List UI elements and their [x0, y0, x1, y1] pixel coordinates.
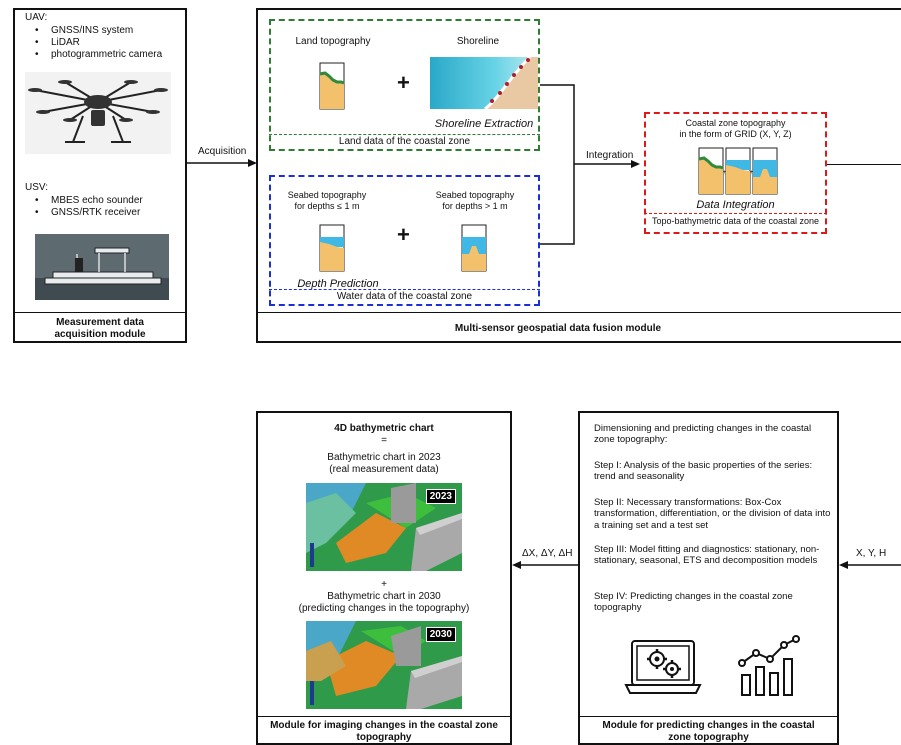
delta-arrow: [512, 561, 578, 569]
integration-label: Integration: [586, 150, 634, 161]
imaging-equals: =: [381, 435, 387, 446]
fusion-module: Land topography Shoreline + Shoreline Ex…: [256, 8, 901, 343]
seabed-deep-line1: Seabed topography: [435, 190, 515, 200]
xyh-arrow: [839, 561, 901, 569]
predicting-module-footer: Module for predicting changes in the coa…: [580, 720, 837, 744]
plus-sign: +: [397, 70, 410, 95]
usv-item: MBES echo sounder: [35, 195, 211, 207]
seabed-shallow-icon: [319, 224, 345, 272]
land-topography-label: Land topography: [295, 36, 371, 47]
water-data-box: [269, 175, 540, 306]
step-4: Step IV: Predicting changes in the coast…: [594, 591, 793, 614]
seabed-deep-icon: [461, 224, 487, 272]
chart-2030-line2: (predicting changes in the topography): [298, 603, 470, 614]
uav-item: GNSS/INS system: [35, 25, 211, 37]
usv-list: MBES echo sounder GNSS/RTK receiver: [25, 195, 211, 219]
land-topography-icon: [319, 62, 345, 110]
shoreline-label: Shoreline: [456, 36, 500, 47]
plus-sign: +: [397, 222, 410, 247]
svg-text:+: +: [750, 170, 754, 176]
imaging-module-footer: Module for imaging changes in the coasta…: [258, 720, 510, 744]
bar-trend-icon: [738, 635, 800, 696]
chart-2023-line1: Bathymetric chart in 2023: [327, 452, 441, 463]
land-data-divider: [269, 134, 540, 135]
imaging-footer-line2: topography: [356, 732, 412, 743]
bathymetric-chart-2030: 2030: [306, 621, 462, 709]
data-integration-icon: + +: [698, 147, 778, 195]
seabed-shallow-line1: Seabed topography: [287, 190, 367, 200]
predicting-footer-line1: Module for predicting changes in the coa…: [602, 720, 815, 731]
shoreline-image: [430, 57, 538, 109]
integration-title-line1: Coastal zone topography: [685, 118, 786, 128]
integration-output-line: [827, 164, 901, 165]
chart-2030-caption: Bathymetric chart in 2030 (predicting ch…: [258, 591, 510, 615]
imaging-divider: [258, 716, 510, 717]
step-3: Step III: Model fitting and diagnostics:…: [594, 544, 820, 567]
acquisition-label: Acquisition: [198, 146, 247, 157]
uav-item: photogrammetric camera: [35, 49, 211, 61]
data-integration-label: Data Integration: [696, 199, 775, 211]
usv-heading: USV:: [25, 182, 48, 193]
chart-2023-line2: (real measurement data): [329, 464, 439, 475]
seabed-deep-label: Seabed topography for depths > 1 m: [430, 190, 520, 212]
step-2: Step II: Necessary transformations: Box-…: [594, 497, 831, 531]
integration-divider: [644, 213, 827, 214]
fusion-module-footer: Multi-sensor geospatial data fusion modu…: [454, 323, 662, 334]
imaging-plus: +: [381, 579, 387, 590]
chart-2023-year-tag: 2023: [425, 489, 456, 504]
land-data-box: [269, 19, 540, 151]
water-data-divider: [269, 289, 540, 290]
svg-text:+: +: [723, 170, 727, 176]
chart-2023-caption: Bathymetric chart in 2023 (real measurem…: [258, 452, 510, 476]
usv-boat-image: [35, 234, 169, 300]
acquisition-module-footer: Measurement data acquisition module: [54, 317, 146, 340]
seabed-shallow-label: Seabed topography for depths ≤ 1 m: [282, 190, 372, 212]
laptop-gears-icon: [624, 640, 702, 694]
shoreline-extraction-label: Shoreline Extraction: [434, 118, 534, 130]
acquisition-arrow: [187, 159, 257, 167]
seabed-deep-line2: for depths > 1 m: [442, 200, 508, 211]
uav-heading: UAV:: [25, 12, 48, 23]
bathymetric-chart-2023: 2023: [306, 483, 462, 571]
imaging-title: 4D bathymetric chart: [334, 423, 434, 434]
step-1: Step I: Analysis of the basic properties…: [594, 460, 813, 483]
acquisition-divider: [15, 312, 185, 313]
water-data-footer: Water data of the coastal zone: [336, 291, 473, 302]
integration-footer: Topo-bathymetric data of the coastal zon…: [651, 216, 820, 226]
predicting-intro: Dimensioning and predicting changes in t…: [594, 423, 812, 446]
chart-2030-year-tag: 2030: [425, 627, 456, 642]
fusion-divider: [258, 312, 901, 313]
uav-list: GNSS/INS system LiDAR photogrammetric ca…: [25, 25, 211, 61]
uav-item: LiDAR: [35, 37, 211, 49]
predicting-module: Dimensioning and predicting changes in t…: [578, 411, 839, 745]
predicting-divider: [580, 716, 837, 717]
usv-item: GNSS/RTK receiver: [35, 207, 211, 219]
depth-prediction-label: Depth Prediction: [297, 278, 379, 290]
integration-box: [644, 112, 827, 234]
xyh-label: X, Y, H: [856, 548, 887, 559]
uav-drone-image: [25, 72, 171, 154]
integration-connector: [540, 84, 640, 245]
land-data-footer: Land data of the coastal zone: [338, 136, 471, 147]
imaging-footer-line1: Module for imaging changes in the coasta…: [270, 720, 498, 731]
acquisition-module: UAV: GNSS/INS system LiDAR photogrammetr…: [13, 8, 187, 343]
chart-2030-line1: Bathymetric chart in 2030: [327, 591, 441, 602]
predicting-footer-line2: zone topography: [668, 732, 749, 743]
seabed-shallow-line2: for depths ≤ 1 m: [294, 200, 360, 211]
integration-title-line2: in the form of GRID (X, Y, Z): [679, 128, 792, 139]
delta-label: ΔX, ΔY, ΔH: [522, 548, 573, 559]
imaging-module: 4D bathymetric chart = Bathymetric chart…: [256, 411, 512, 745]
integration-title: Coastal zone topography in the form of G…: [644, 118, 827, 140]
